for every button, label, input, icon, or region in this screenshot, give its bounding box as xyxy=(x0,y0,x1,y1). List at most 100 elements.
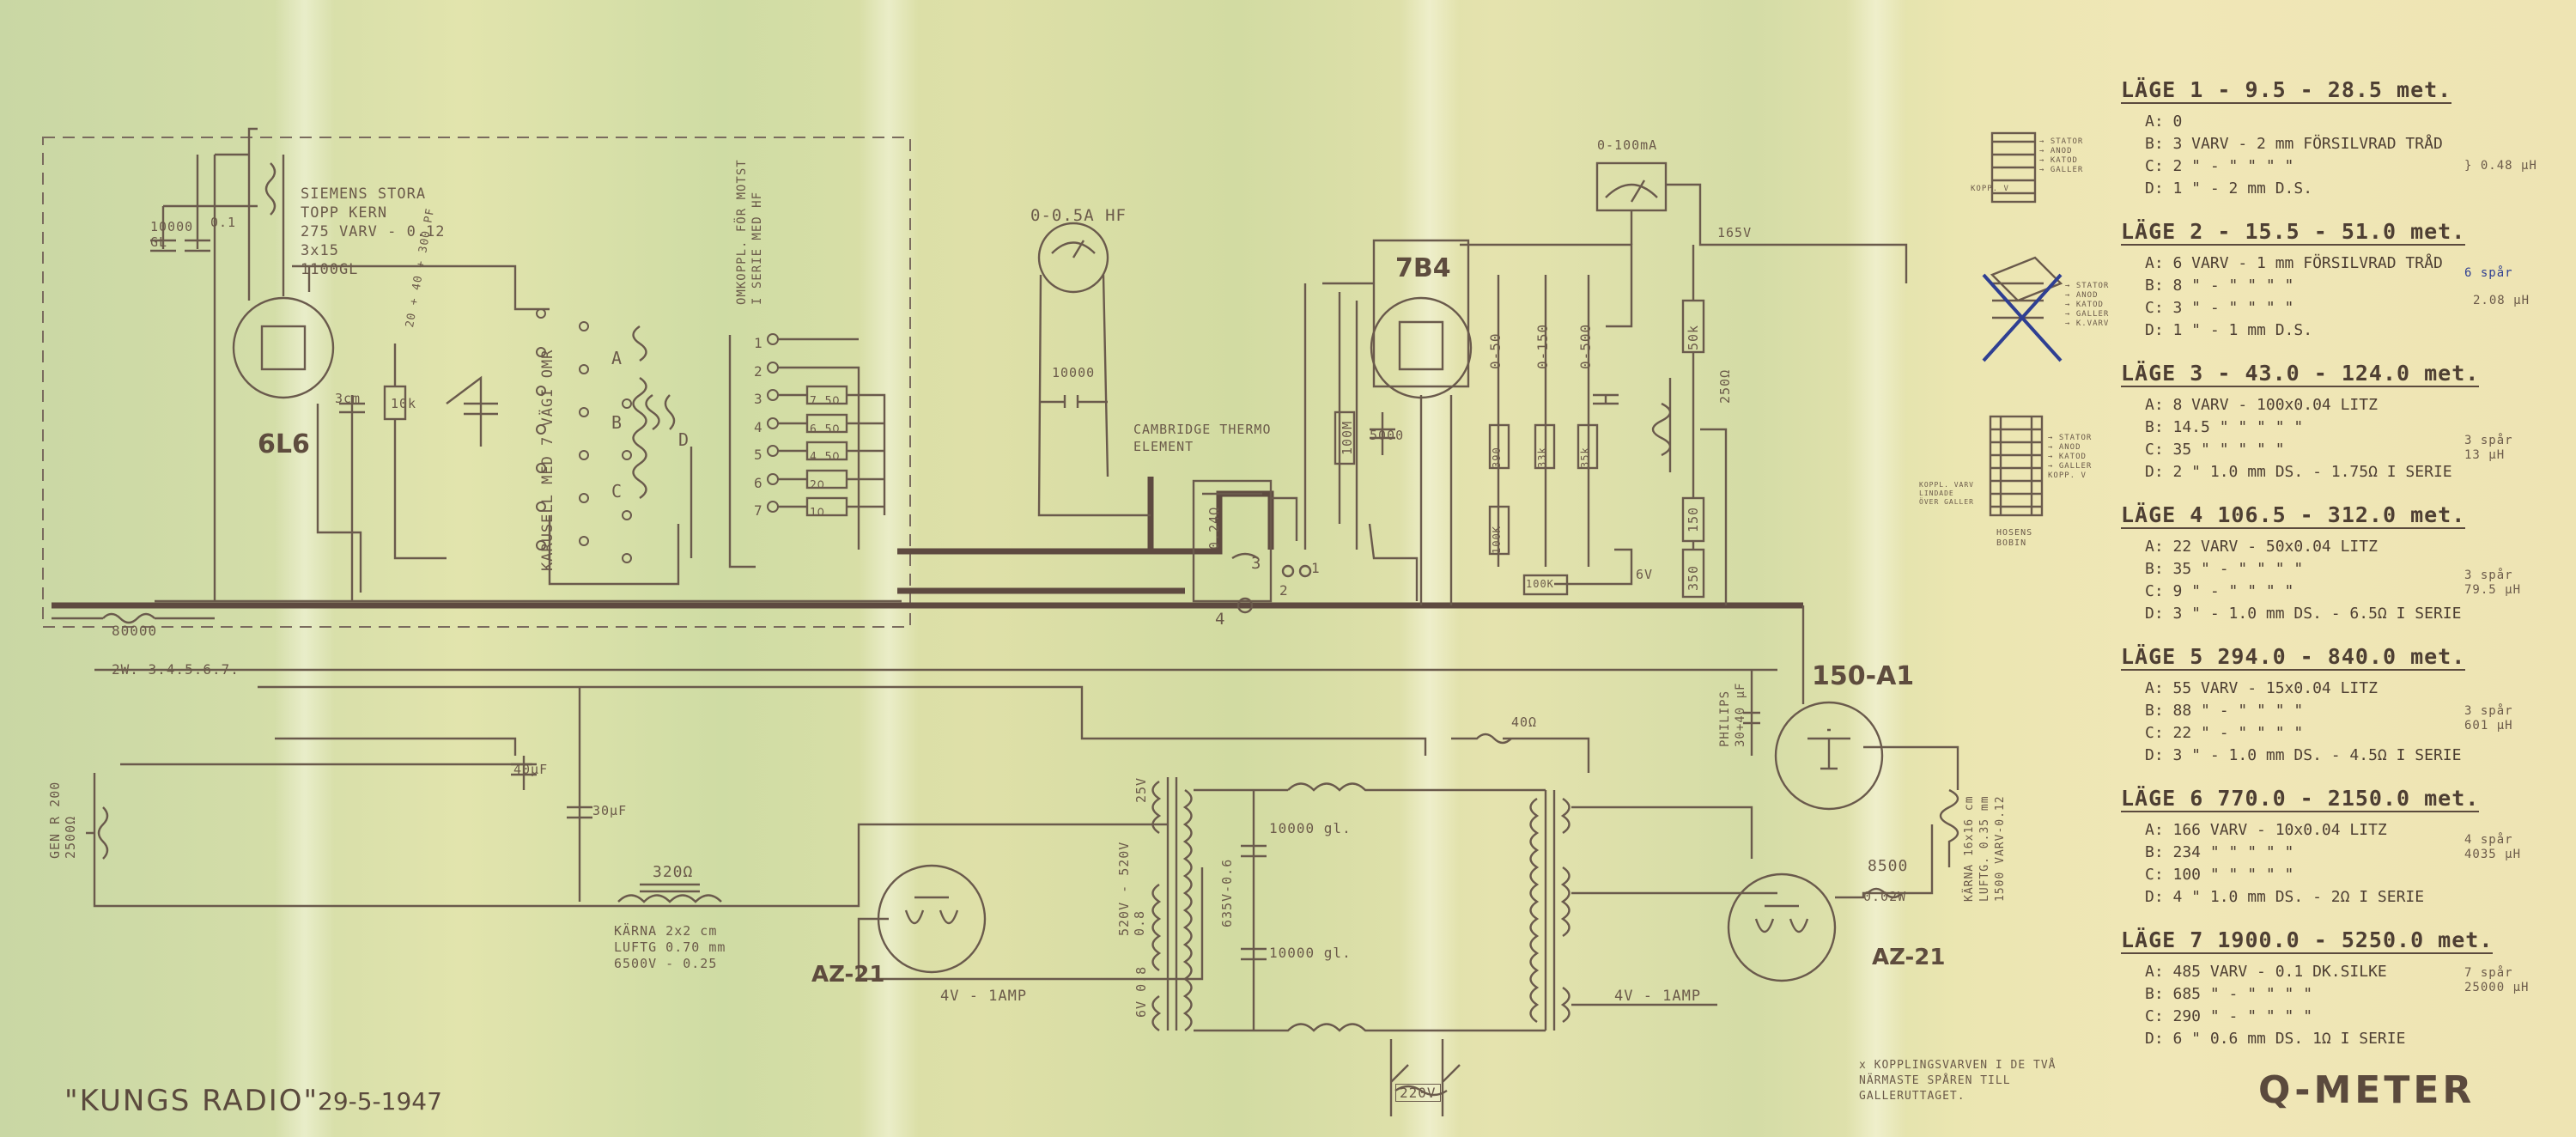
mode-2: LÄGE 2 - 15.5 - 51.0 met. A: 6 VARV - 1 … xyxy=(2121,219,2466,339)
label-40uf: 40μF xyxy=(513,762,549,777)
mode-5-heading: LÄGE 5 294.0 - 840.0 met. xyxy=(2121,644,2466,671)
paper-fold xyxy=(275,0,335,1137)
mode-4: LÄGE 4 106.5 - 312.0 met. A: 22 VARV - 5… xyxy=(2121,502,2466,623)
mode-7-heading: LÄGE 7 1900.0 - 5250.0 met. xyxy=(2121,927,2494,954)
label-6v: 6V xyxy=(1636,567,1654,582)
label-02w: 0.02W xyxy=(1863,889,1907,904)
label-meter-ma: 0-100mA xyxy=(1597,137,1658,153)
label-10000gl-a: 10000 gl. xyxy=(1269,820,1352,836)
label-100k: 100K xyxy=(1491,526,1503,554)
label-350: 350 xyxy=(1686,564,1701,591)
paper-fold xyxy=(1400,0,1460,1137)
maker-title: "KUNGS RADIO" xyxy=(64,1084,319,1118)
label-coil-c: C xyxy=(611,481,623,502)
tube-7b4-label: 7B4 xyxy=(1395,253,1451,283)
coil-spec-table: LÄGE 1 - 9.5 - 28.5 met. A: 0 B: 3 VARV … xyxy=(2121,77,2550,1069)
shield-outline xyxy=(42,137,911,628)
label-karusell: KARUSELL MED 7 VÄGI OMR xyxy=(539,349,556,571)
label-150: 150 xyxy=(1686,506,1701,532)
mode-3: LÄGE 3 - 43.0 - 124.0 met. A: 8 VARV - 1… xyxy=(2121,361,2480,481)
label-pin-1: 1 xyxy=(1311,560,1321,576)
label-33k: 33k xyxy=(1536,447,1548,468)
label-coil-b: B xyxy=(611,412,623,433)
mode-2-note: 2.08 μH xyxy=(2473,294,2530,307)
label-100k-b: 100K xyxy=(1526,578,1554,590)
label-4v-left: 4V - 1AMP xyxy=(940,988,1028,1005)
mode-6-heading: LÄGE 6 770.0 - 2150.0 met. xyxy=(2121,786,2480,812)
range-switch xyxy=(767,333,779,513)
meter-hf-symbol xyxy=(1037,222,1109,294)
label-range-150: 0-150 xyxy=(1534,323,1551,369)
thermo-element xyxy=(1192,479,1273,603)
tube-az21-right-label: AZ-21 xyxy=(1872,945,1946,970)
label-coil-a: A xyxy=(611,348,623,368)
mode-5: LÄGE 5 294.0 - 840.0 met. A: 55 VARV - 1… xyxy=(2121,644,2466,764)
label-10000: 10000 xyxy=(1052,365,1096,380)
label-40ohm: 40Ω xyxy=(1511,714,1538,730)
label-pin-4: 4 xyxy=(1215,610,1226,629)
label-320: 320Ω xyxy=(653,863,694,881)
label-4v-right: 4V - 1AMP xyxy=(1614,988,1702,1005)
mode-1-note: } 0.48 μH xyxy=(2464,159,2537,173)
label-cap-01: 0.1 xyxy=(210,215,237,230)
mode-1-heading: LÄGE 1 - 9.5 - 28.5 met. xyxy=(2121,77,2452,104)
tube-az21-left-symbol xyxy=(877,864,987,974)
band-switch xyxy=(536,308,632,563)
label-30uf: 30μF xyxy=(592,803,628,818)
label-250: 250Ω xyxy=(1717,368,1733,404)
label-pin-3: 3 xyxy=(1251,554,1262,573)
label-3cm: 3cm xyxy=(335,391,361,406)
label-coil-d: D xyxy=(678,429,690,450)
label-meter-hf: 0-0.5A HF xyxy=(1030,206,1127,225)
date-stamp: 29-5-1947 xyxy=(318,1087,442,1116)
label-165v: 165V xyxy=(1717,225,1753,240)
mode-2-note-blue: 6 spår xyxy=(2464,266,2513,280)
label-50k: 50k xyxy=(1686,324,1701,350)
label-100m: 100M xyxy=(1340,420,1355,455)
label-80000: 80000 xyxy=(112,623,158,639)
label-thermo-r: 0.24Ω xyxy=(1206,506,1222,550)
document-title: Q-METER xyxy=(2258,1068,2476,1112)
paper-fold xyxy=(1846,0,1906,1137)
coil-1-pins: → STATOR→ ANOD→ KATOD→ GALLER xyxy=(2039,137,2084,174)
label-25v: 25V xyxy=(1133,776,1149,803)
mode-2-heading: LÄGE 2 - 15.5 - 51.0 met. xyxy=(2121,219,2466,246)
label-8500: 8500 xyxy=(1868,857,1909,875)
label-pin-2: 2 xyxy=(1279,582,1289,599)
label-5000: 5000 xyxy=(1370,428,1405,443)
tube-150a1-symbol xyxy=(1774,701,1884,811)
tube-7b4-symbol xyxy=(1370,296,1473,399)
label-10k: 10k xyxy=(391,396,417,411)
paper-fold xyxy=(859,0,919,1137)
coil-1-kopp: KOPP. V xyxy=(1971,185,2009,193)
tube-6l6-symbol xyxy=(232,296,335,399)
label-2w: 2W. 3.4.5.6.7. xyxy=(112,661,240,678)
tube-150a1-label: 150-A1 xyxy=(1812,661,1915,691)
label-range-500: 0-500 xyxy=(1577,323,1594,369)
meter-ma-symbol xyxy=(1595,161,1668,212)
mode-4-heading: LÄGE 4 106.5 - 312.0 met. xyxy=(2121,502,2466,529)
label-635v: 635V-0.6 xyxy=(1219,858,1235,927)
label-390: 390 xyxy=(1491,447,1503,468)
mode-6: LÄGE 6 770.0 - 2150.0 met. A: 166 VARV -… xyxy=(2121,786,2480,906)
crossed-out-coil xyxy=(1982,273,2063,362)
tube-az21-left-label: AZ-21 xyxy=(811,962,885,988)
label-220v: 220V xyxy=(1395,1084,1441,1102)
label-6v-b: 6V 0.8 xyxy=(1133,965,1149,1018)
